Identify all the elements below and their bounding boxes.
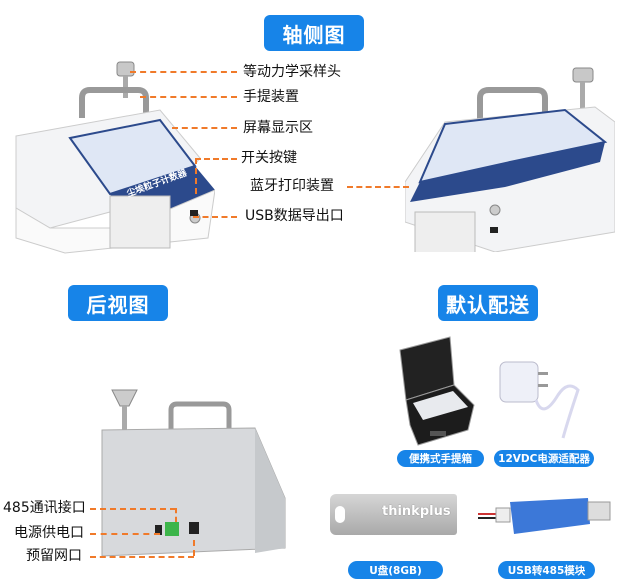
leader-line [130, 71, 237, 73]
power-adapter-image [499, 361, 580, 439]
leader-line [193, 540, 195, 556]
label-bluetooth-printer: 蓝牙打印装置 [250, 178, 334, 194]
leader-line [195, 158, 237, 160]
accessory-label-adapter: 12VDC电源适配器 [494, 450, 594, 467]
leader-line [90, 508, 176, 510]
section-title-accessories: 默认配送 [438, 285, 538, 321]
usb-drive-brand: thinkplus [382, 504, 451, 519]
leader-line [347, 186, 409, 188]
label-sampling-head: 等动力学采样头 [243, 64, 341, 80]
accessory-label-case: 便携式手提箱 [397, 450, 484, 467]
leader-line [90, 556, 194, 558]
label-handle: 手提装置 [243, 89, 299, 105]
section-title-rear: 后视图 [68, 285, 168, 321]
leader-line [140, 96, 237, 98]
device-front-right-image [405, 67, 615, 252]
accessory-label-usb-485: USB转485模块 [498, 561, 595, 579]
leader-line [195, 158, 197, 194]
usb-485-module-image [478, 498, 611, 534]
section-title-isometric: 轴侧图 [264, 15, 364, 51]
label-usb-export: USB数据导出口 [245, 208, 344, 224]
leader-line [90, 533, 160, 535]
device-front-left-image [15, 61, 215, 254]
label-screen: 屏幕显示区 [243, 120, 313, 136]
keyring-hole [335, 506, 345, 523]
leader-line [193, 216, 237, 218]
leader-line [172, 127, 237, 129]
label-power-input: 电源供电口 [14, 525, 84, 541]
label-rs485: 485通讯接口 [3, 500, 86, 516]
usb-drive-image: thinkplus [330, 494, 457, 535]
leader-line [175, 508, 177, 522]
label-network: 预留网口 [26, 548, 82, 564]
accessory-label-usb-drive: U盘(8GB) [348, 561, 443, 579]
label-power-button: 开关按键 [241, 150, 297, 166]
carry-case-image [399, 336, 475, 446]
device-rear-image [101, 389, 286, 557]
